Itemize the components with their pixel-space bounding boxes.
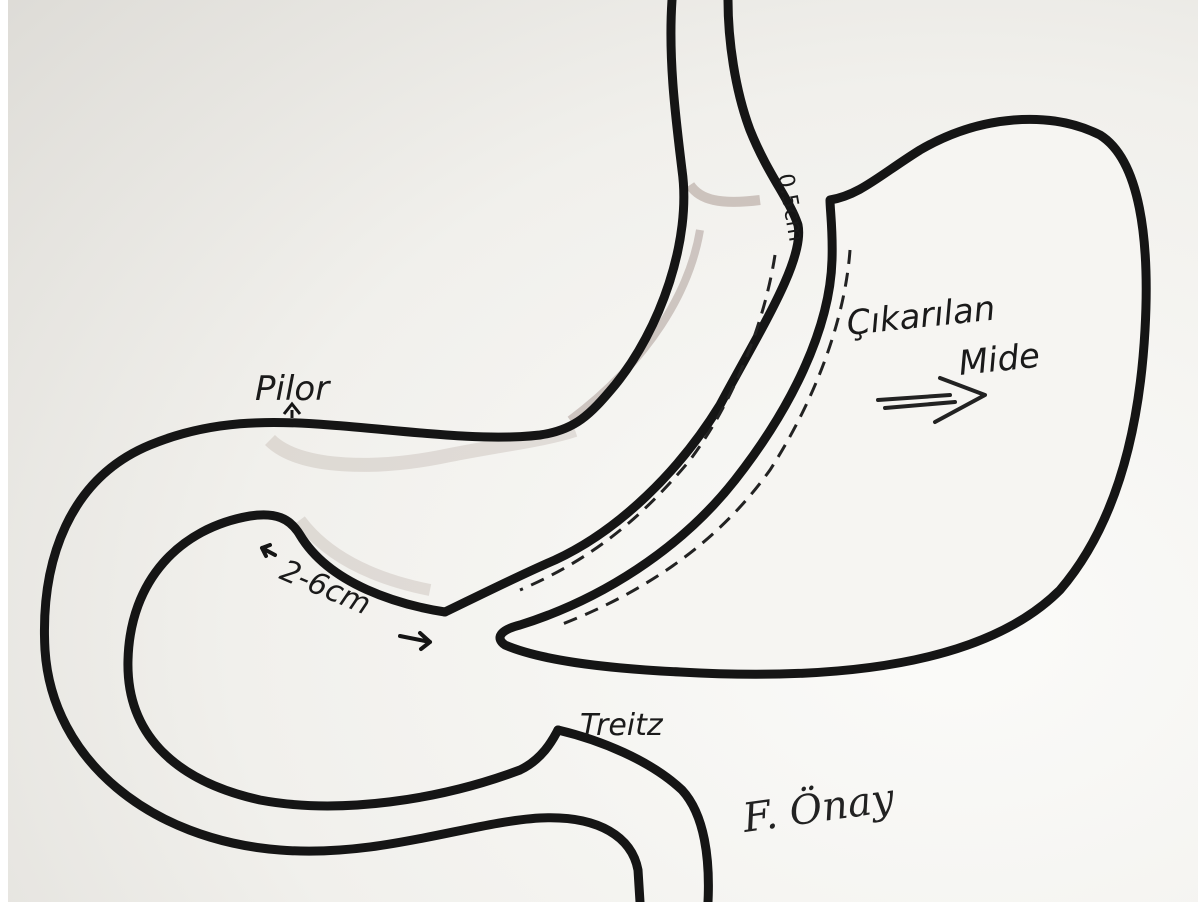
label-pylorus: Pilor: [255, 369, 331, 409]
label-treitz: Treitz: [580, 708, 664, 743]
left-border: [0, 0, 8, 902]
label-removed-stomach-2: Mide: [957, 336, 1042, 384]
